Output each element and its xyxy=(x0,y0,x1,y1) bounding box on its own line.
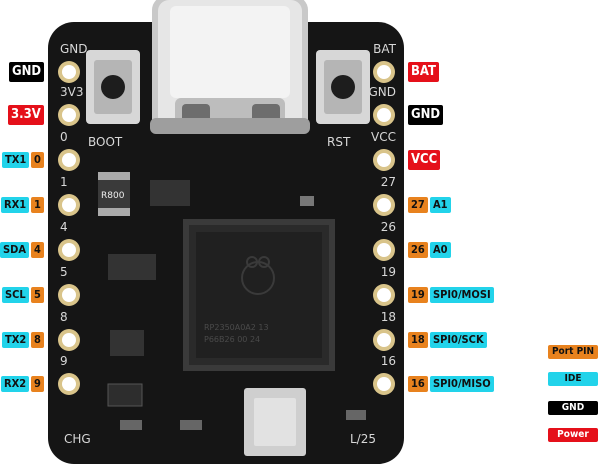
left-port-pin-label: 4 xyxy=(31,242,44,258)
right-pin-pad xyxy=(373,194,395,216)
legend-ide: IDE xyxy=(548,372,598,386)
boot-silk-label: BOOT xyxy=(88,135,123,149)
resistor-marking: R800 xyxy=(101,191,125,201)
right-port-pin-label: 27 xyxy=(408,197,428,213)
right-ide-label: A0 xyxy=(430,242,451,258)
left-port-pin-label: 9 xyxy=(31,376,44,392)
rst-button xyxy=(316,50,370,124)
chg-silk-label: CHG xyxy=(64,432,91,446)
left-pin-pad xyxy=(58,104,80,126)
right-silk-pin-label: 18 xyxy=(381,310,396,324)
left-ide-label: SDA xyxy=(0,242,30,258)
component xyxy=(107,383,143,407)
rev-silk-label: L/25 xyxy=(350,432,376,446)
resistor xyxy=(98,176,130,212)
chip-marking-1: RP2350A0A2 13 xyxy=(204,323,269,332)
right-pin-pad xyxy=(373,149,395,171)
left-ide-label: TX1 xyxy=(2,152,30,168)
right-silk-pin-label: BAT xyxy=(373,42,397,56)
right-silk-pin-label: 27 xyxy=(381,175,396,189)
right-ide-label: SPI0/MISO xyxy=(430,376,494,392)
right-pin-pad xyxy=(373,329,395,351)
right-pin-pad xyxy=(373,61,395,83)
right-pin-pad xyxy=(373,373,395,395)
chip-marking-2: P66B26 00 24 xyxy=(204,335,260,344)
rp2350-chip xyxy=(183,219,335,371)
left-silk-pin-label: 3V3 xyxy=(60,85,83,99)
right-ide-label: SPI0/MOSI xyxy=(430,287,494,303)
right-pin-pad xyxy=(373,284,395,306)
left-silk-pin-label: GND xyxy=(60,42,88,56)
component xyxy=(108,254,156,280)
left-silk-pin-label: 1 xyxy=(60,175,68,189)
right-gnd-label: GND xyxy=(408,105,444,125)
rst-silk-label: RST xyxy=(327,135,351,149)
right-silk-pin-label: VCC xyxy=(371,130,396,144)
right-pin-pad xyxy=(373,239,395,261)
left-silk-pin-label: 5 xyxy=(60,265,68,279)
left-pin-pad xyxy=(58,194,80,216)
right-ide-label: SPI0/SCK xyxy=(430,332,487,348)
left-pin-pad xyxy=(58,284,80,306)
legend-power: Power xyxy=(548,428,598,442)
right-silk-pin-label: GND xyxy=(368,85,396,99)
left-port-pin-label: 5 xyxy=(31,287,44,303)
left-ide-label: SCL xyxy=(2,287,29,303)
left-gnd-label: GND xyxy=(9,62,45,82)
left-ide-label: TX2 xyxy=(2,332,30,348)
left-pin-pad xyxy=(58,329,80,351)
left-pwr-label: 3.3V xyxy=(8,105,44,125)
left-silk-pin-label: 8 xyxy=(60,310,68,324)
boot-button xyxy=(86,50,140,124)
left-pin-pad xyxy=(58,149,80,171)
left-pin-pad xyxy=(58,239,80,261)
component xyxy=(110,330,144,356)
legend-port: Port PIN xyxy=(548,345,598,359)
legend-gnd: GND xyxy=(548,401,598,415)
left-ide-label: RX1 xyxy=(1,197,30,213)
component xyxy=(150,180,190,206)
right-ide-label: A1 xyxy=(430,197,451,213)
usb-c-connector xyxy=(150,0,310,134)
left-pin-pad xyxy=(58,61,80,83)
left-ide-label: RX2 xyxy=(1,376,30,392)
left-silk-pin-label: 4 xyxy=(60,220,68,234)
right-pwr-label: BAT xyxy=(408,62,439,82)
right-pin-pad xyxy=(373,104,395,126)
right-silk-pin-label: 19 xyxy=(381,265,396,279)
left-silk-pin-label: 9 xyxy=(60,354,68,368)
right-pwr-label: VCC xyxy=(408,150,441,170)
left-pin-pad xyxy=(58,373,80,395)
left-port-pin-label: 0 xyxy=(31,152,44,168)
right-port-pin-label: 26 xyxy=(408,242,428,258)
right-port-pin-label: 16 xyxy=(408,376,428,392)
right-port-pin-label: 19 xyxy=(408,287,428,303)
right-port-pin-label: 18 xyxy=(408,332,428,348)
right-silk-pin-label: 26 xyxy=(381,220,396,234)
right-silk-pin-label: 16 xyxy=(381,354,396,368)
left-silk-pin-label: 0 xyxy=(60,130,68,144)
left-port-pin-label: 1 xyxy=(31,197,44,213)
left-port-pin-label: 8 xyxy=(31,332,44,348)
